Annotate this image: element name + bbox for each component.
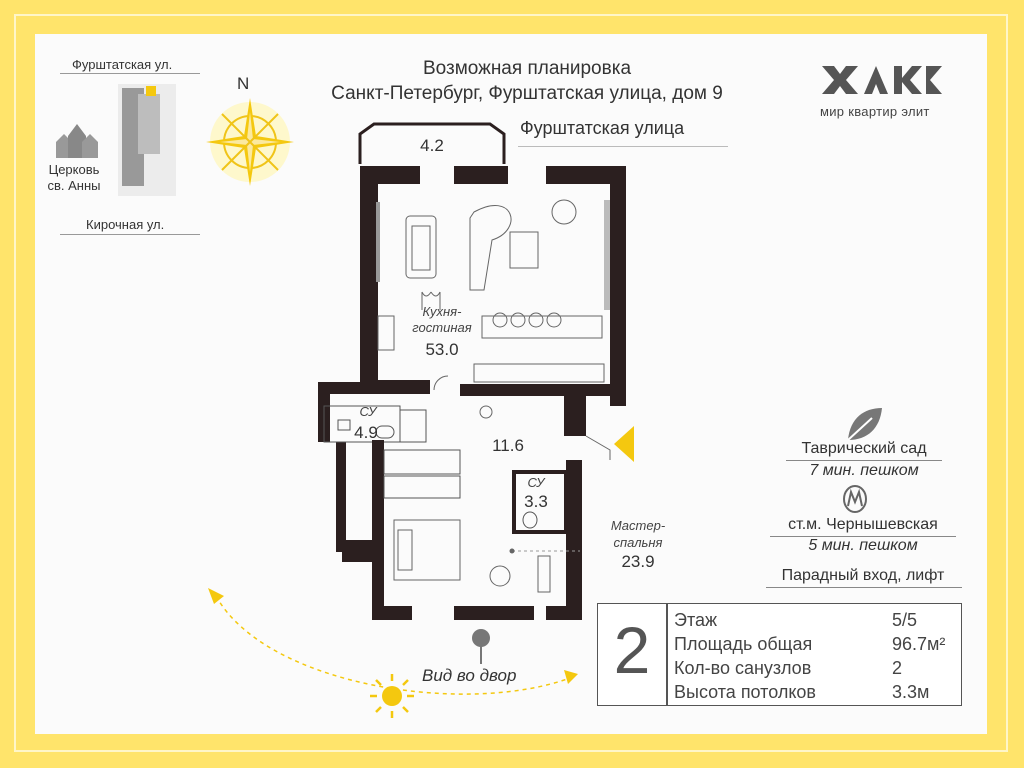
garden-name: Таврический сад (801, 440, 927, 457)
minimap-building-icon (118, 84, 176, 196)
area-value: 96.7м² (892, 634, 946, 654)
master-label-line1: Мастер- (610, 518, 666, 533)
bath1-area: 4.9 (354, 423, 378, 442)
ceiling-value: 3.3м (892, 682, 930, 702)
bathrooms-label: Кол-во санузлов (674, 658, 812, 678)
brand-logo-icon (822, 66, 942, 94)
minimap-street-top: Фурштатская ул. (72, 57, 173, 72)
card-divider (666, 604, 668, 705)
metro-icon (843, 485, 867, 513)
balcony-area: 4.2 (420, 136, 444, 155)
entrance-info: Парадный вход, лифт (781, 567, 945, 584)
minimap-street-bottom-line (60, 234, 200, 235)
garden-underline (786, 460, 942, 461)
compass-rose-icon (206, 98, 294, 186)
compass-north-label: N (237, 74, 250, 93)
entrance-underline (766, 587, 962, 588)
kitchen-label-line1: Кухня- (422, 304, 462, 319)
sun-icon (370, 674, 414, 718)
sun-path-arc (208, 588, 578, 695)
entrance-arrow-icon (614, 426, 634, 462)
metro-underline (770, 536, 956, 537)
minimap-street-bottom: Кирочная ул. (86, 217, 165, 232)
church-label-line1: Церковь (48, 162, 100, 177)
kitchen-area: 53.0 (425, 340, 459, 359)
bathrooms-value: 2 (892, 658, 903, 678)
bath1-label: СУ (359, 404, 377, 419)
church-icon (56, 124, 98, 158)
master-label-line2: спальня (613, 535, 663, 550)
church-label-line2: св. Анны (47, 178, 101, 193)
master-area: 23.9 (621, 552, 655, 571)
leaf-icon (847, 408, 882, 441)
street-label: Фурштатская улица (520, 118, 685, 138)
floor-value: 5/5 (892, 610, 918, 630)
rooms-count: 2 (613, 613, 651, 687)
brand-subtitle: мир квартир элит (820, 104, 930, 119)
ceiling-label: Высота потолков (674, 682, 816, 702)
view-label: Вид во двор (422, 666, 517, 685)
hall-area: 11.6 (492, 436, 524, 455)
bath2-label: СУ (527, 475, 545, 490)
minimap-street-top-line (60, 73, 200, 74)
plan-address: Санкт-Петербург, Фурштатская улица, дом … (331, 83, 723, 104)
metro-time: 5 мин. пешком (808, 537, 918, 554)
kitchen-label-line2: гостиная (412, 320, 472, 335)
bath2-area: 3.3 (524, 492, 548, 511)
street-underline (518, 146, 728, 147)
view-pin-icon (472, 629, 490, 664)
area-label: Площадь общая (674, 634, 813, 654)
apartment-info-card: 2 Этаж 5/5 Площадь общая 96.7м² Кол-во с… (597, 603, 962, 706)
garden-time: 7 мин. пешком (809, 462, 919, 479)
metro-name: ст.м. Чернышевская (788, 516, 938, 533)
plan-title: Возможная планировка (422, 58, 632, 79)
floor-label: Этаж (674, 610, 718, 630)
floor-plan (318, 122, 626, 620)
